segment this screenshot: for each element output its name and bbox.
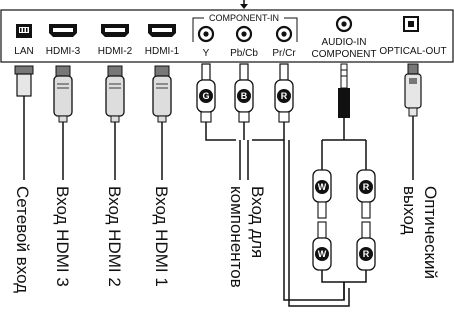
- component-group-bracket: [192, 17, 298, 42]
- plug-g-letter: G: [202, 91, 209, 101]
- component-group-label: COMPONENT-IN: [209, 13, 279, 23]
- caption-optical-line1: Оптический: [421, 186, 440, 279]
- caption-lan: Сетевой вход: [13, 186, 32, 293]
- lan-port-label: LAN: [14, 46, 33, 57]
- audio-lower-cable: [321, 270, 367, 300]
- plug-r-letter-lower: R: [363, 249, 370, 259]
- direction-arrow-head: [240, 4, 248, 9]
- hdmi1-port-icon: [148, 24, 176, 37]
- audio-w-plug-upper: [312, 169, 332, 219]
- audio-r-plug-lower: [356, 221, 376, 271]
- hdmi3-port-label: HDMI-3: [46, 46, 81, 57]
- hdmi1-port-label: HDMI-1: [145, 46, 180, 57]
- caption-hdmi1: Вход HDMI 1: [152, 186, 171, 287]
- plug-r-letter: R: [281, 91, 288, 101]
- prcr-jack-icon: [275, 25, 293, 43]
- hdmi2-port-icon: [101, 24, 129, 37]
- hdmi3-port-icon: [49, 24, 77, 37]
- y-jack-label: Y: [203, 48, 210, 59]
- audio-in-jack-icon: [335, 15, 353, 33]
- back-panel: [0, 9, 454, 63]
- prcr-jack-label: Pr/Cr: [272, 48, 296, 59]
- hdmi2-cable: [105, 65, 125, 180]
- optical-jack-label: OPTICAL-OUT: [379, 46, 446, 57]
- caption-hdmi3: Вход HDMI 3: [53, 186, 72, 287]
- component-pb-plug: [234, 63, 254, 123]
- caption-optical-line2: выход: [400, 186, 419, 235]
- audio-in-label-line2: COMPONENT: [312, 49, 377, 60]
- hdmi3-cable: [53, 65, 73, 180]
- plug-w-letter-lower: W: [318, 249, 327, 259]
- audio-w-plug-lower: [312, 221, 332, 271]
- component-y-plug: [196, 63, 216, 123]
- optical-out-plug: [404, 63, 422, 180]
- pbcb-jack-label: Pb/Cb: [230, 48, 258, 59]
- caption-component-line2: компонентов: [227, 186, 246, 288]
- hdmi1-cable: [152, 65, 172, 180]
- lan-port-icon: [16, 24, 32, 38]
- y-jack-icon: [197, 25, 215, 43]
- audio-r-plug-upper: [356, 169, 376, 219]
- plug-b-letter: B: [241, 91, 248, 101]
- audio-splitter-lines: [321, 139, 367, 170]
- lan-cable: [14, 65, 34, 180]
- optical-jack-icon: [403, 16, 419, 32]
- audio-in-label-line1: AUDIO-IN: [322, 37, 367, 48]
- pbcb-jack-icon: [235, 25, 253, 43]
- caption-component-line1: Вход для: [248, 186, 267, 258]
- plug-w-letter-upper: W: [318, 182, 327, 192]
- caption-hdmi2: Вход HDMI 2: [105, 186, 124, 287]
- plug-r-letter-upper: R: [363, 182, 370, 192]
- audio-in-plug: [338, 63, 350, 140]
- hdmi2-port-label: HDMI-2: [98, 46, 133, 57]
- component-pr-plug: [274, 63, 294, 123]
